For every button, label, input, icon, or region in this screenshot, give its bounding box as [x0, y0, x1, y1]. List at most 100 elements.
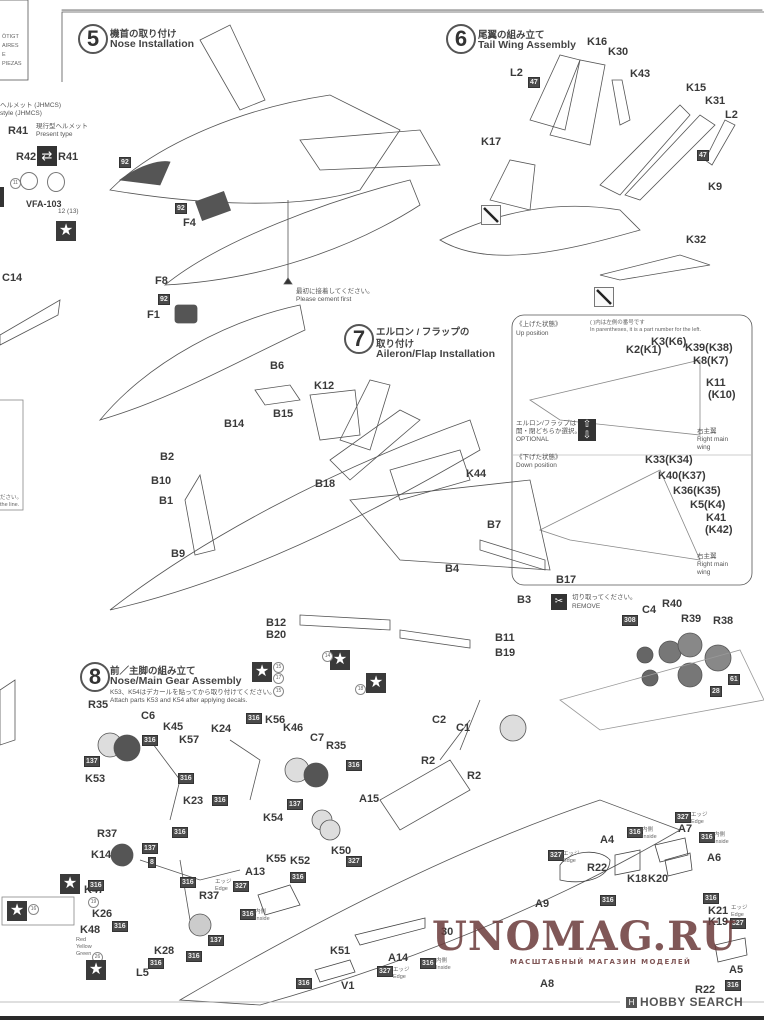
- part-label-b15: B15: [273, 408, 294, 420]
- right-main-wing-en: wing: [697, 569, 711, 576]
- step7-inset-frame: [511, 314, 753, 586]
- down-position-en: Down position: [516, 462, 557, 469]
- lamp-yellow: Yellow: [76, 944, 92, 950]
- right-main-wing-en: wing: [697, 444, 711, 451]
- inside-en: Inside: [436, 965, 451, 971]
- part-label-k57: K57: [179, 734, 200, 746]
- inside-jp: 内側: [255, 909, 267, 915]
- paint-code: 316: [112, 921, 128, 932]
- decal-number: 15: [273, 686, 284, 697]
- inside-jp: 内側: [714, 832, 726, 838]
- part-label-k19: K19: [708, 916, 729, 928]
- up-position-jp: 《上げた状態》: [516, 321, 562, 328]
- paint-code: 28: [710, 686, 722, 697]
- step-title-en: Nose Installation: [110, 38, 195, 50]
- paint-code: 327: [233, 881, 249, 892]
- no-cement-icon: [594, 287, 614, 307]
- helmet-icon: [20, 172, 38, 190]
- part-label-k48: K48: [80, 924, 101, 936]
- part-label-r22: R22: [587, 862, 608, 874]
- part-label-k56: K56: [265, 714, 286, 726]
- paint-code: 316: [699, 832, 715, 843]
- paint-code: 327: [730, 918, 746, 929]
- helmet-icon: [47, 172, 65, 192]
- paint-code: 92: [119, 157, 131, 168]
- part-label-c1: C1: [456, 722, 471, 734]
- paint-code: 316: [725, 980, 741, 991]
- edge-jp: エッジ: [215, 879, 232, 885]
- decal-number: 18: [355, 684, 366, 695]
- step-title-jp: 尾翼の組み立て: [478, 30, 545, 41]
- edge-en: Edge: [563, 858, 576, 864]
- part-label-k17: K17: [481, 136, 502, 148]
- inside-en: Inside: [642, 834, 657, 840]
- part-label-k45: K45: [163, 721, 184, 733]
- part-label-k31: K31: [705, 95, 726, 107]
- part-label-c7: C7: [310, 732, 325, 744]
- star-decal-icon: ★: [60, 874, 80, 894]
- part-label-k24: K24: [211, 723, 232, 735]
- part-label-r40: R40: [662, 598, 683, 610]
- part-label-r22: R22: [695, 984, 716, 996]
- paint-code: 316: [346, 760, 362, 771]
- optional-jp: エルロン/フラップは: [516, 420, 577, 427]
- paint-code: 316: [703, 893, 719, 904]
- paint-code: 327: [548, 850, 564, 861]
- paint-code: 92: [158, 294, 170, 305]
- parentheses-note-jp: ( )内は左側の番号です: [590, 320, 645, 326]
- right-main-wing-jp: 右主翼: [697, 553, 717, 560]
- optional-jp: 開・閉どちらか選択。: [516, 428, 581, 435]
- inside-jp: 内側: [436, 958, 448, 964]
- paint-code: 316: [290, 872, 306, 883]
- step-number: 7: [344, 324, 374, 354]
- right-main-wing-en: Right main: [697, 561, 729, 568]
- part-label-30: 30: [441, 926, 454, 938]
- decal-note-en: Attach parts K53 and K54 after applying …: [110, 697, 248, 704]
- right-main-wing-jp: 右主翼: [697, 428, 717, 435]
- paint-code: 137: [287, 799, 303, 810]
- tail-k43: [611, 79, 631, 126]
- stab-k32: [599, 254, 711, 281]
- part-label-k16: K16: [587, 36, 608, 48]
- paint-code: 137: [84, 756, 100, 767]
- part-label-a7: A7: [678, 823, 693, 835]
- part-label: K11: [706, 377, 726, 389]
- paint-code: 8: [148, 857, 156, 868]
- cockpit-tub-drawing: [98, 304, 306, 421]
- hobby-search-logo-icon: H: [626, 997, 637, 1008]
- paint-code: 316: [296, 978, 312, 989]
- optional-en: OPTIONAL: [516, 436, 549, 443]
- part-label-k9: K9: [708, 181, 723, 193]
- part-label-b20: B20: [266, 629, 287, 641]
- squadron-label: VFA-103: [26, 199, 62, 209]
- part-label-k53: K53: [85, 773, 106, 785]
- star-decal-icon: ★: [7, 901, 27, 921]
- part-label-k30: K30: [608, 46, 629, 58]
- part-label: (K42): [705, 524, 733, 536]
- bottom-border: [0, 1016, 764, 1020]
- star-decal-icon: ★: [330, 650, 350, 670]
- paint-code: 316: [172, 827, 188, 838]
- step-title-jp: エルロン / フラップの: [376, 327, 470, 338]
- brand-text: HOBBY SEARCH: [640, 995, 744, 1009]
- decal-number: 14: [322, 651, 333, 662]
- part-label-c6: C6: [141, 710, 156, 722]
- part-label-c2: C2: [432, 714, 447, 726]
- part-label: K8(K7): [693, 355, 729, 367]
- step-title-en: Aileron/Flap Installation: [376, 348, 496, 360]
- part-label-b19: B19: [495, 647, 516, 659]
- cement-note-jp: 最初に接着してください。: [296, 288, 374, 295]
- nose-top-drawing: [109, 94, 401, 204]
- step-number: 6: [446, 24, 476, 54]
- cut-remove-icon: ✂: [551, 594, 567, 610]
- paint-code: 316: [420, 958, 436, 969]
- part-label-k28: K28: [154, 945, 175, 957]
- tail-k15: [599, 104, 691, 196]
- edge-jp: エッジ: [731, 905, 748, 911]
- part-label-k20: K20: [648, 873, 669, 885]
- paint-code: 137: [142, 843, 158, 854]
- inside-en: Inside: [714, 839, 729, 845]
- watermark-text: UNOMAG.RU: [432, 913, 738, 960]
- part-label-k26: K26: [92, 908, 113, 920]
- part-label-k52: K52: [290, 855, 311, 867]
